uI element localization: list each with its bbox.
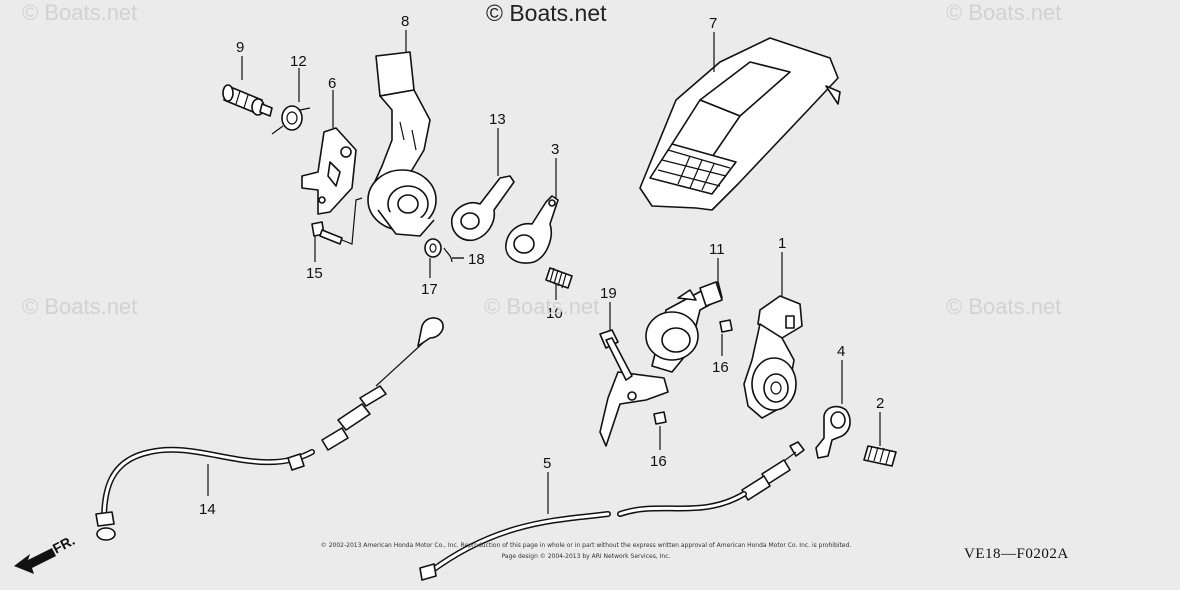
part-16-nut-lower[interactable] xyxy=(653,411,667,425)
callout-7[interactable]: 7 xyxy=(709,15,717,32)
callout-12[interactable]: 12 xyxy=(290,53,307,70)
part-6-bracket[interactable] xyxy=(301,127,357,215)
watermark-mid-center: © Boats.net xyxy=(484,294,600,319)
watermark-main: © Boats.net xyxy=(486,0,607,26)
callout-15[interactable]: 15 xyxy=(306,265,323,282)
leader-lines xyxy=(207,30,881,514)
callout-6[interactable]: 6 xyxy=(328,75,336,92)
watermark-mid-right: © Boats.net xyxy=(946,294,1062,319)
callout-4[interactable]: 4 xyxy=(837,343,845,360)
part-5-cable[interactable] xyxy=(419,441,805,581)
watermark-top-right: © Boats.net xyxy=(946,0,1062,25)
callout-10[interactable]: 10 xyxy=(546,305,563,322)
callout-2[interactable]: 2 xyxy=(876,395,884,412)
callout-16-upper[interactable]: 16 xyxy=(712,359,729,376)
part-10-spring[interactable] xyxy=(545,267,573,289)
callout-3[interactable]: 3 xyxy=(551,141,559,158)
copyright-line-2: Page design © 2004-2013 by ARI Network S… xyxy=(501,553,671,560)
watermark-mid-left: © Boats.net xyxy=(22,294,138,319)
callout-16-lower[interactable]: 16 xyxy=(650,453,667,470)
part-1-lever[interactable] xyxy=(743,295,803,419)
part-19-bolt[interactable] xyxy=(599,329,633,381)
callout-14[interactable]: 14 xyxy=(199,501,216,518)
part-16-nut-upper[interactable] xyxy=(719,319,733,333)
part-14-cable[interactable] xyxy=(95,317,444,541)
part-18-clip[interactable] xyxy=(443,247,464,263)
part-17-washer[interactable] xyxy=(424,238,442,258)
callout-13[interactable]: 13 xyxy=(489,111,506,128)
callout-9[interactable]: 9 xyxy=(236,39,244,56)
arrow-icon xyxy=(14,548,56,574)
callout-1[interactable]: 1 xyxy=(778,235,786,252)
part-4-plate[interactable] xyxy=(815,405,851,459)
callout-11[interactable]: 11 xyxy=(709,241,725,258)
part-11-bracket[interactable] xyxy=(599,281,723,447)
callout-19[interactable]: 19 xyxy=(600,285,617,302)
callout-numbers: 9 12 6 8 7 13 3 15 17 18 10 11 19 16 16 … xyxy=(199,13,884,518)
watermark-top-left: © Boats.net xyxy=(22,0,138,25)
callout-17[interactable]: 17 xyxy=(421,281,438,298)
part-3-plate[interactable] xyxy=(505,195,559,264)
part-8-control-lever[interactable] xyxy=(367,51,437,237)
part-9-pin[interactable] xyxy=(222,84,273,117)
callout-5[interactable]: 5 xyxy=(543,455,551,472)
part-2-spring[interactable] xyxy=(863,445,897,467)
copyright-notice: © 2002-2013 American Honda Motor Co., In… xyxy=(176,540,996,562)
part-7-cover[interactable] xyxy=(639,37,841,211)
copyright-line-1: © 2002-2013 American Honda Motor Co., In… xyxy=(320,542,852,549)
diagram-code: VE18—F0202A xyxy=(964,546,1069,562)
front-direction-arrow: FR. xyxy=(14,532,77,574)
part-12-spring[interactable] xyxy=(271,105,311,135)
callout-18[interactable]: 18 xyxy=(468,251,485,268)
part-13-plate[interactable] xyxy=(450,175,515,242)
callout-8[interactable]: 8 xyxy=(401,13,409,30)
part-15-bolt[interactable] xyxy=(311,197,363,245)
